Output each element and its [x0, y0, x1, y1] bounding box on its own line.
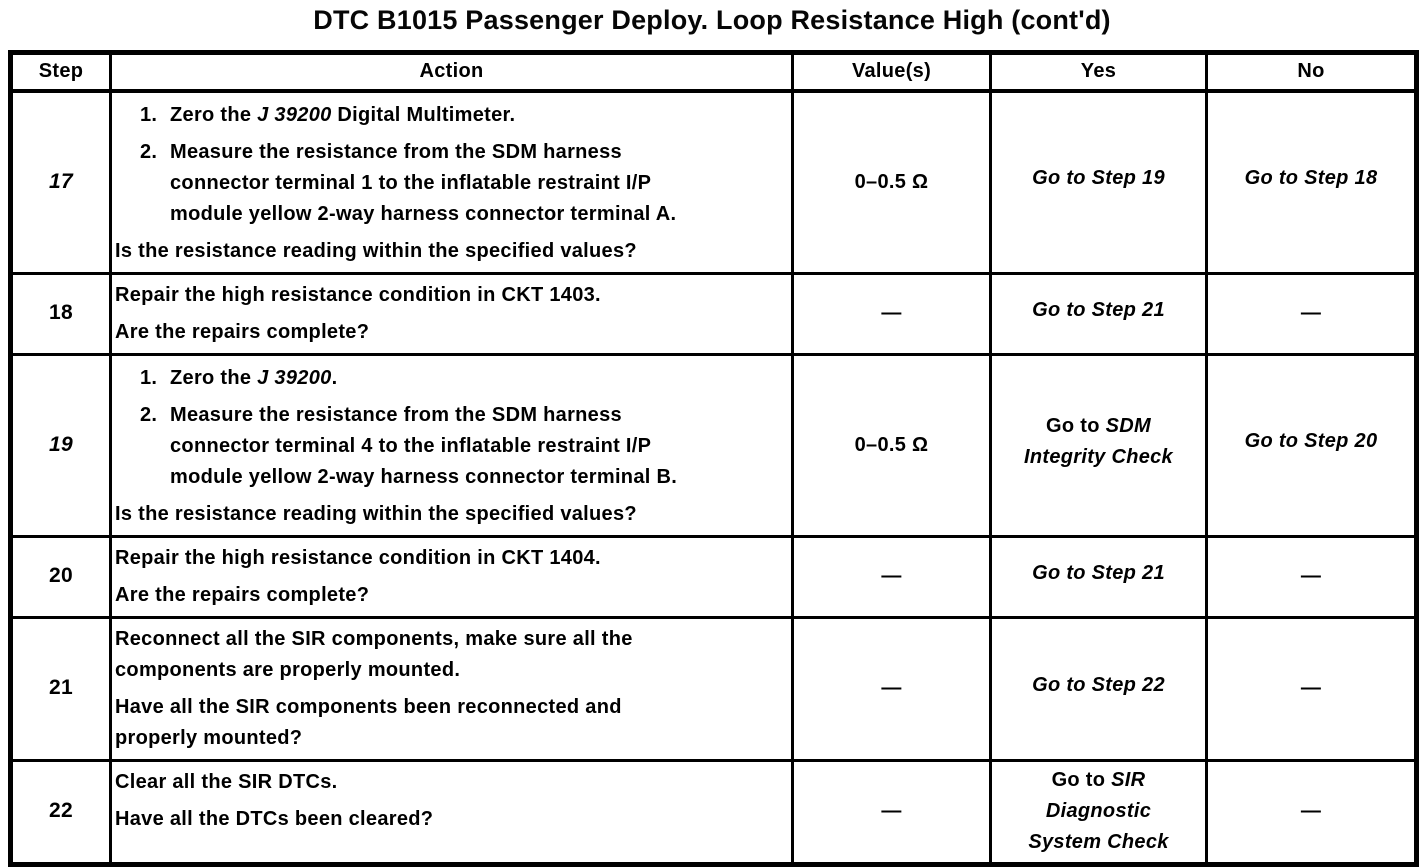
table-row-step-20: 20 Repair the high resistance condition … [9, 534, 1418, 619]
no-cell: Go to Step 20 [1205, 352, 1418, 538]
diagnostic-table: Step Action Value(s) Yes No 17 1. Zero t… [8, 50, 1419, 867]
action-cell: Repair the high resistance condition in … [109, 534, 794, 619]
tool-reference: J 39200 [257, 103, 332, 126]
yes-cell: Go to SDM Integrity Check [989, 352, 1208, 538]
value-cell: — [791, 758, 992, 866]
value-cell: 0–0.5 Ω [791, 352, 992, 538]
no-cell: — [1205, 271, 1418, 356]
action-text: Reconnect all the SIR components, make s… [115, 627, 633, 681]
action-list-item: 2. Measure the resistance from the SDM h… [140, 137, 785, 230]
action-text: . [331, 366, 338, 389]
action-question: Are the repairs complete? [115, 583, 370, 606]
yes-cell: Go to Step 22 [989, 615, 1208, 762]
dash: — [1300, 302, 1322, 324]
action-text: Digital Multimeter. [331, 103, 516, 126]
page-title: DTC B1015 Passenger Deploy. Loop Resista… [313, 5, 1111, 35]
table-row-step-22: 22 Clear all the SIR DTCs. Have all the … [9, 758, 1418, 866]
column-header-yes: Yes [989, 51, 1208, 93]
value-cell: — [791, 534, 992, 619]
yes-cell: Go to Step 21 [989, 534, 1208, 619]
step-number: 18 [9, 271, 112, 356]
action-question: Are the repairs complete? [115, 320, 370, 343]
action-cell: Repair the high resistance condition in … [109, 271, 794, 356]
goto-reference: Go to SDM Integrity Check [1024, 411, 1173, 473]
action-text: Repair the high resistance condition in … [115, 283, 601, 306]
action-list-item: 2. Measure the resistance from the SDM h… [140, 400, 785, 493]
action-cell: Reconnect all the SIR components, make s… [109, 615, 794, 762]
no-cell: — [1205, 758, 1418, 866]
goto-reference: Go to Step 21 [1032, 561, 1165, 584]
action-question: Is the resistance reading within the spe… [115, 502, 637, 525]
dash: — [1300, 677, 1322, 699]
action-list-item: 1. Zero the J 39200 Digital Multimeter. [140, 100, 785, 131]
goto-reference: Go to SIR Diagnostic System Check [1028, 765, 1168, 858]
action-text: Repair the high resistance condition in … [115, 546, 601, 569]
goto-reference: Go to Step 19 [1032, 167, 1165, 189]
yes-cell: Go to Step 21 [989, 271, 1208, 356]
step-number: 21 [9, 615, 112, 762]
list-number: 2. [140, 403, 158, 426]
action-text: Measure the resistance from the SDM harn… [170, 403, 678, 488]
action-cell: 1. Zero the J 39200 Digital Multimeter. … [109, 89, 794, 275]
list-text: Zero the J 39200. [170, 363, 785, 394]
goto-reference: Go to Step 20 [1244, 430, 1378, 452]
table-row-step-18: 18 Repair the high resistance condition … [9, 271, 1418, 356]
step-number: 22 [9, 758, 112, 866]
list-number: 1. [140, 366, 158, 389]
action-text: Measure the resistance from the SDM harn… [170, 140, 677, 225]
goto-text: Go to [1051, 769, 1112, 791]
no-cell: — [1205, 534, 1418, 619]
action-question: Have all the SIR components been reconne… [115, 695, 622, 749]
dash: — [1300, 800, 1322, 822]
value-cell: 0–0.5 Ω [791, 89, 992, 275]
list-text: Zero the J 39200 Digital Multimeter. [170, 100, 785, 131]
list-number: 1. [140, 103, 158, 126]
value-cell: — [791, 615, 992, 762]
dash: — [1300, 565, 1322, 587]
step-number: 20 [9, 534, 112, 619]
value-cell: — [791, 271, 992, 356]
column-header-no: No [1205, 51, 1418, 93]
column-header-action: Action [109, 51, 794, 93]
goto-text: Go to [1046, 414, 1106, 437]
step-number: 19 [9, 352, 112, 538]
goto-target: SDM Integrity Check [1024, 414, 1173, 468]
action-question: Is the resistance reading within the spe… [115, 239, 637, 262]
action-question: Have all the DTCs been cleared? [115, 807, 434, 830]
no-cell: — [1205, 615, 1418, 762]
table-header-row: Step Action Value(s) Yes No [9, 51, 1418, 93]
goto-reference: Go to Step 22 [1032, 673, 1165, 696]
action-cell: 1. Zero the J 39200. 2. Measure the resi… [109, 352, 794, 538]
action-text: Zero the [170, 366, 258, 389]
action-list-item: 1. Zero the J 39200. [140, 363, 785, 394]
goto-reference: Go to Step 21 [1032, 298, 1165, 321]
action-text: Zero the [170, 103, 258, 126]
column-header-step: Step [9, 51, 112, 93]
action-cell: Clear all the SIR DTCs. Have all the DTC… [109, 758, 794, 866]
action-text: Clear all the SIR DTCs. [115, 770, 338, 793]
no-cell: Go to Step 18 [1205, 89, 1418, 275]
step-number: 17 [9, 89, 112, 275]
list-number: 2. [140, 140, 158, 163]
yes-cell: Go to Step 19 [989, 89, 1208, 275]
table-row-step-21: 21 Reconnect all the SIR components, mak… [9, 615, 1418, 762]
goto-reference: Go to Step 18 [1244, 167, 1378, 189]
tool-reference: J 39200 [257, 366, 332, 389]
column-header-values: Value(s) [791, 51, 992, 93]
yes-cell: Go to SIR Diagnostic System Check [989, 758, 1208, 866]
table-row-step-19: 19 1. Zero the J 39200. 2. Measure the r… [9, 352, 1418, 538]
table-row-step-17: 17 1. Zero the J 39200 Digital Multimete… [9, 89, 1418, 275]
